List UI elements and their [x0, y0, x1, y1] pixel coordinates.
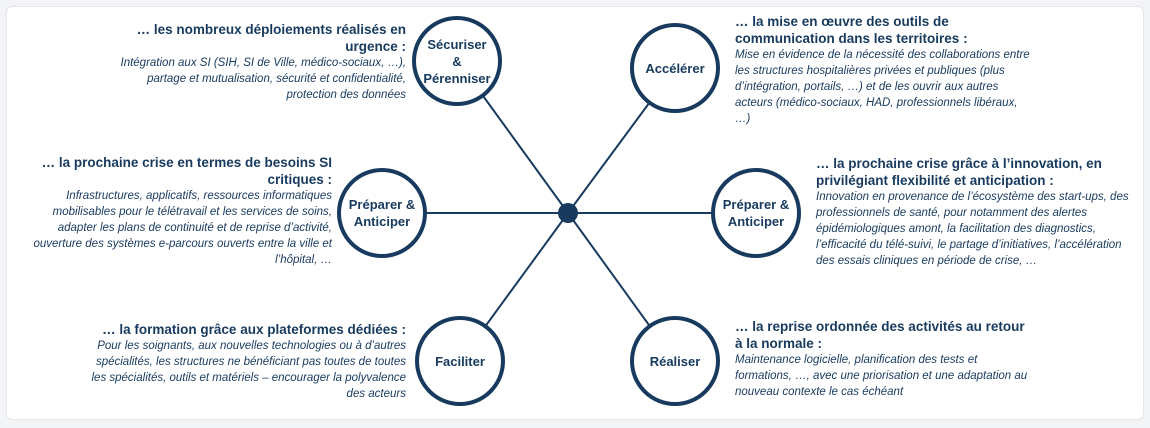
title-top-left: … les nombreux déploiements réalisés en … [136, 22, 406, 54]
node-faciliter: Faciliter [415, 316, 505, 406]
body-bottom-right: Maintenance logicielle, planification de… [735, 354, 1028, 398]
body-mid-left: Infrastructures, applicatifs, ressources… [33, 190, 333, 266]
node-securiser: Sécuriser & Pérenniser [412, 16, 502, 106]
text-block-mid-left: … la prochaine crise en termes de besoin… [20, 154, 333, 268]
title-bottom-right: … la reprise ordonnée des activités au r… [735, 319, 1025, 351]
title-top-right: … la mise en œuvre des outils de communi… [735, 14, 968, 46]
text-block-top-right: … la mise en œuvre des outils de communi… [735, 13, 1035, 127]
node-preparer-left: Préparer & Anticiper [337, 168, 427, 258]
title-mid-right: … la prochaine crise grâce à l’innovatio… [816, 156, 1102, 188]
node-realiser: Réaliser [630, 316, 720, 406]
center-hub [558, 203, 578, 223]
title-bottom-left: … la formation grâce aux plateformes déd… [102, 322, 406, 337]
text-block-mid-right: … la prochaine crise grâce à l’innovatio… [816, 155, 1134, 269]
title-mid-left: … la prochaine crise en termes de besoin… [41, 155, 332, 187]
body-top-left: Intégration aux SI (SIH, SI de Ville, mé… [120, 57, 407, 101]
node-preparer-right: Préparer & Anticiper [711, 168, 801, 258]
text-block-bottom-left: … la formation grâce aux plateformes déd… [90, 321, 407, 402]
text-block-bottom-right: … la reprise ordonnée des activités au r… [735, 318, 1035, 400]
node-accelerer: Accélérer [630, 23, 720, 113]
text-block-top-left: … les nombreux déploiements réalisés en … [94, 21, 407, 103]
body-top-right: Mise en évidence de la nécessité des col… [735, 49, 1030, 125]
body-mid-right: Innovation en provenance de l’écosystème… [816, 191, 1129, 267]
body-bottom-left: Pour les soignants, aux nouvelles techno… [91, 340, 407, 400]
